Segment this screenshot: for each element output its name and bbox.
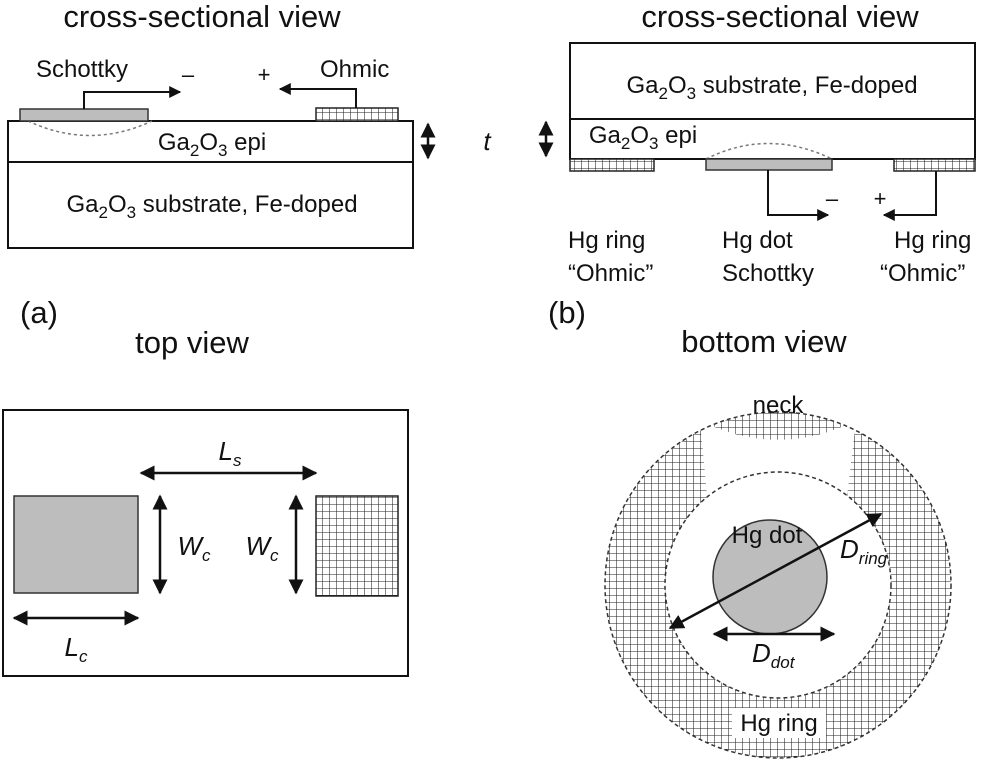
panel-b-ring-lead [882,171,937,221]
panel-b-letter: (b) [548,295,586,330]
d-dot-symbol: Ddot [752,638,796,672]
panel-b-dot-lead [767,170,830,221]
panel-a-section-title: cross-sectional view [63,0,341,34]
hg-dot-label-line2: Schottky [722,260,814,287]
panel-a-schottky-lead [83,86,182,109]
hg-dot-label-line1: Hg dot [722,227,793,254]
d-ring-symbol: Dring [840,534,888,568]
ls-symbol: Ls [219,436,242,470]
panel-a-ohmic-lead [278,83,357,108]
panel-a-plus-sign: + [258,62,271,87]
wc-symbol-right: Wc [245,531,279,565]
d-ring-arrow [668,512,883,630]
hg-ring-left-label-line1: Hg ring [568,227,645,254]
panel-b-section-title: cross-sectional view [641,0,919,34]
panel-b-left-ring-contact [569,158,655,172]
lc-symbol: Lc [65,632,88,666]
panel-a-epi-layer [7,120,414,163]
panel-a-schottky-label: Schottky [36,56,128,83]
panel-a-substrate-label: Ga2O3 substrate, Fe-doped [66,191,357,222]
panel-a-substrate-layer [7,161,414,249]
top-view-title: top view [135,325,249,360]
hg-dot-disc-label: Hg dot [732,522,803,549]
bottom-view-title: bottom view [681,324,847,359]
top-view-ohmic-pad [315,495,399,597]
panel-a-ohmic-label: Ohmic [320,56,389,83]
panel-b-right-ring-contact [893,158,976,172]
panel-b-plus-sign: + [874,186,887,211]
hg-ring-left-label-line2: “Ohmic” [568,260,653,287]
panel-b-epi-label: Ga2O3 epi [589,122,697,153]
panel-a-depletion-region [27,120,153,137]
hg-ring-right-label-line1: Hg ring [894,227,971,254]
hg-ring-label: Hg ring [740,710,817,737]
panel-a-minus-sign: – [182,62,195,87]
hg-ring-right-label-line2: “Ohmic” [880,260,965,287]
top-view-schottky-pad [13,495,139,594]
panel-b-minus-sign: – [826,186,839,211]
wc-symbol-left: Wc [177,531,211,565]
panel-a-ohmic-contact [315,107,399,122]
hg-ring-label-backdrop [732,708,826,738]
panel-b-dot-contact [705,158,833,171]
panel-b-substrate-label: Ga2O3 substrate, Fe-doped [626,72,917,103]
panel-a-schottky-contact [19,108,149,122]
panel-b-epi-layer [569,118,976,160]
panel-a-epi-label: Ga2O3 epi [158,129,266,160]
panel-a-letter: (a) [20,295,58,330]
neck-label: neck [753,392,805,419]
thickness-symbol: t [483,126,492,156]
ring-outer-edge [604,411,952,759]
panel-b-substrate-layer [569,42,976,120]
panel-b-depletion-region [705,142,833,160]
